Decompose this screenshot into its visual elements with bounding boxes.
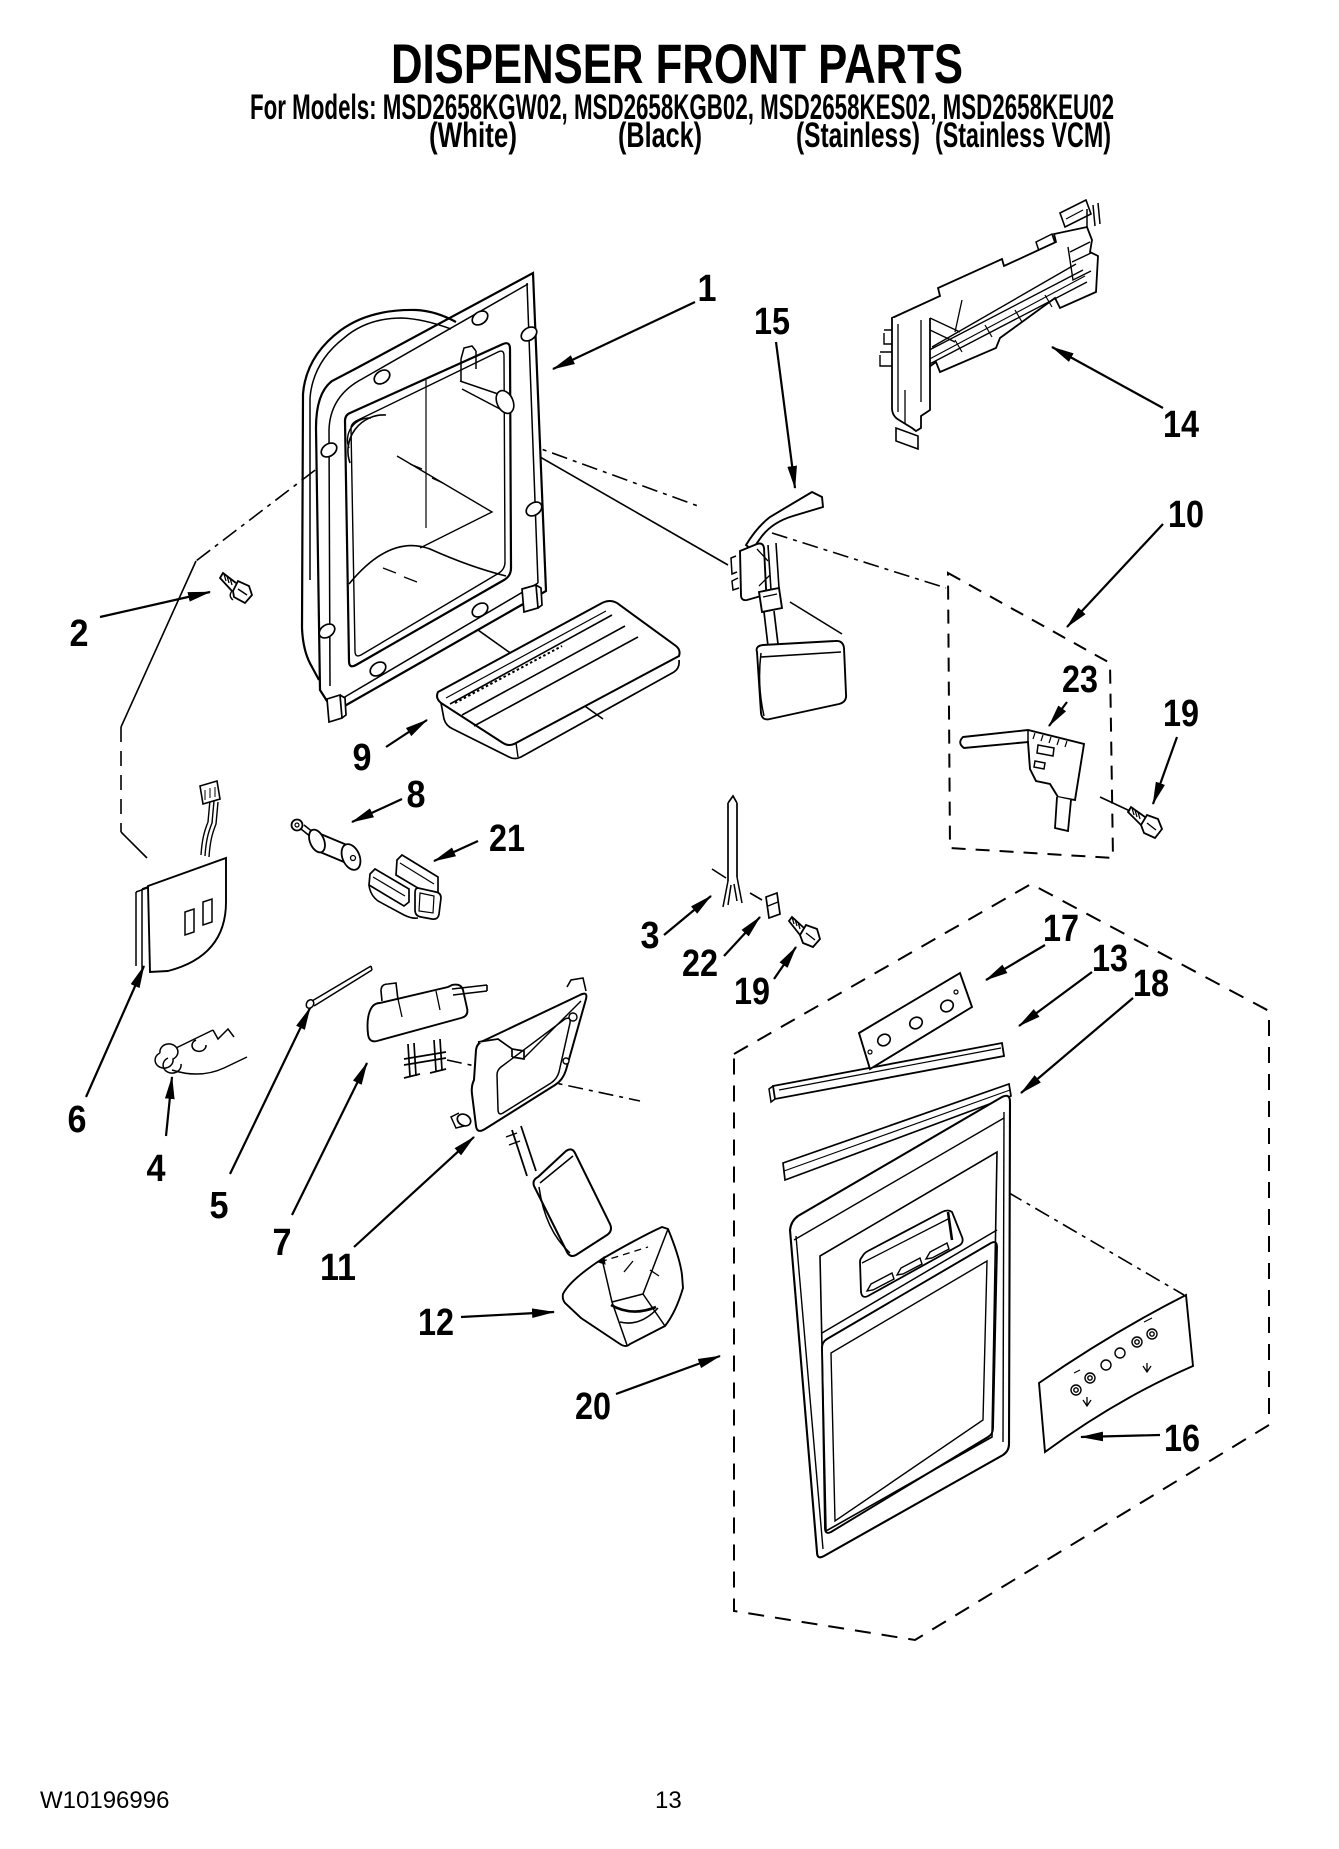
svg-text:DISPENSER FRONT PARTS: DISPENSER FRONT PARTS xyxy=(391,32,963,95)
svg-text:4: 4 xyxy=(147,1148,166,1190)
svg-text:W10196996: W10196996 xyxy=(40,1787,169,1814)
svg-text:19: 19 xyxy=(1163,693,1199,735)
svg-text:9: 9 xyxy=(353,737,372,779)
svg-text:For Models: MSD2658KGW02, MSD2: For Models: MSD2658KGW02, MSD2658KGB02, … xyxy=(250,88,1114,127)
svg-text:1: 1 xyxy=(698,268,717,310)
svg-text:16: 16 xyxy=(1164,1418,1200,1460)
svg-text:17: 17 xyxy=(1043,908,1079,950)
svg-text:(White): (White) xyxy=(429,116,517,155)
svg-text:3: 3 xyxy=(641,915,660,957)
svg-text:(Stainless): (Stainless) xyxy=(796,116,920,155)
svg-text:11: 11 xyxy=(320,1247,356,1289)
svg-text:10: 10 xyxy=(1168,494,1204,536)
svg-text:15: 15 xyxy=(754,301,790,343)
svg-text:21: 21 xyxy=(489,818,525,860)
svg-text:5: 5 xyxy=(210,1185,229,1227)
svg-text:2: 2 xyxy=(70,613,89,655)
svg-text:13: 13 xyxy=(1092,938,1128,980)
svg-text:13: 13 xyxy=(655,1787,682,1814)
svg-text:6: 6 xyxy=(68,1099,87,1141)
svg-text:14: 14 xyxy=(1163,404,1199,446)
svg-text:8: 8 xyxy=(407,774,426,816)
svg-text:(Black): (Black) xyxy=(618,116,702,155)
svg-text:7: 7 xyxy=(273,1222,292,1264)
svg-text:19: 19 xyxy=(734,971,770,1013)
svg-text:18: 18 xyxy=(1133,963,1169,1005)
svg-text:20: 20 xyxy=(575,1386,611,1428)
svg-text:12: 12 xyxy=(418,1302,454,1344)
svg-text:22: 22 xyxy=(682,943,718,985)
svg-text:23: 23 xyxy=(1062,659,1098,701)
svg-text:(Stainless VCM): (Stainless VCM) xyxy=(935,116,1111,155)
